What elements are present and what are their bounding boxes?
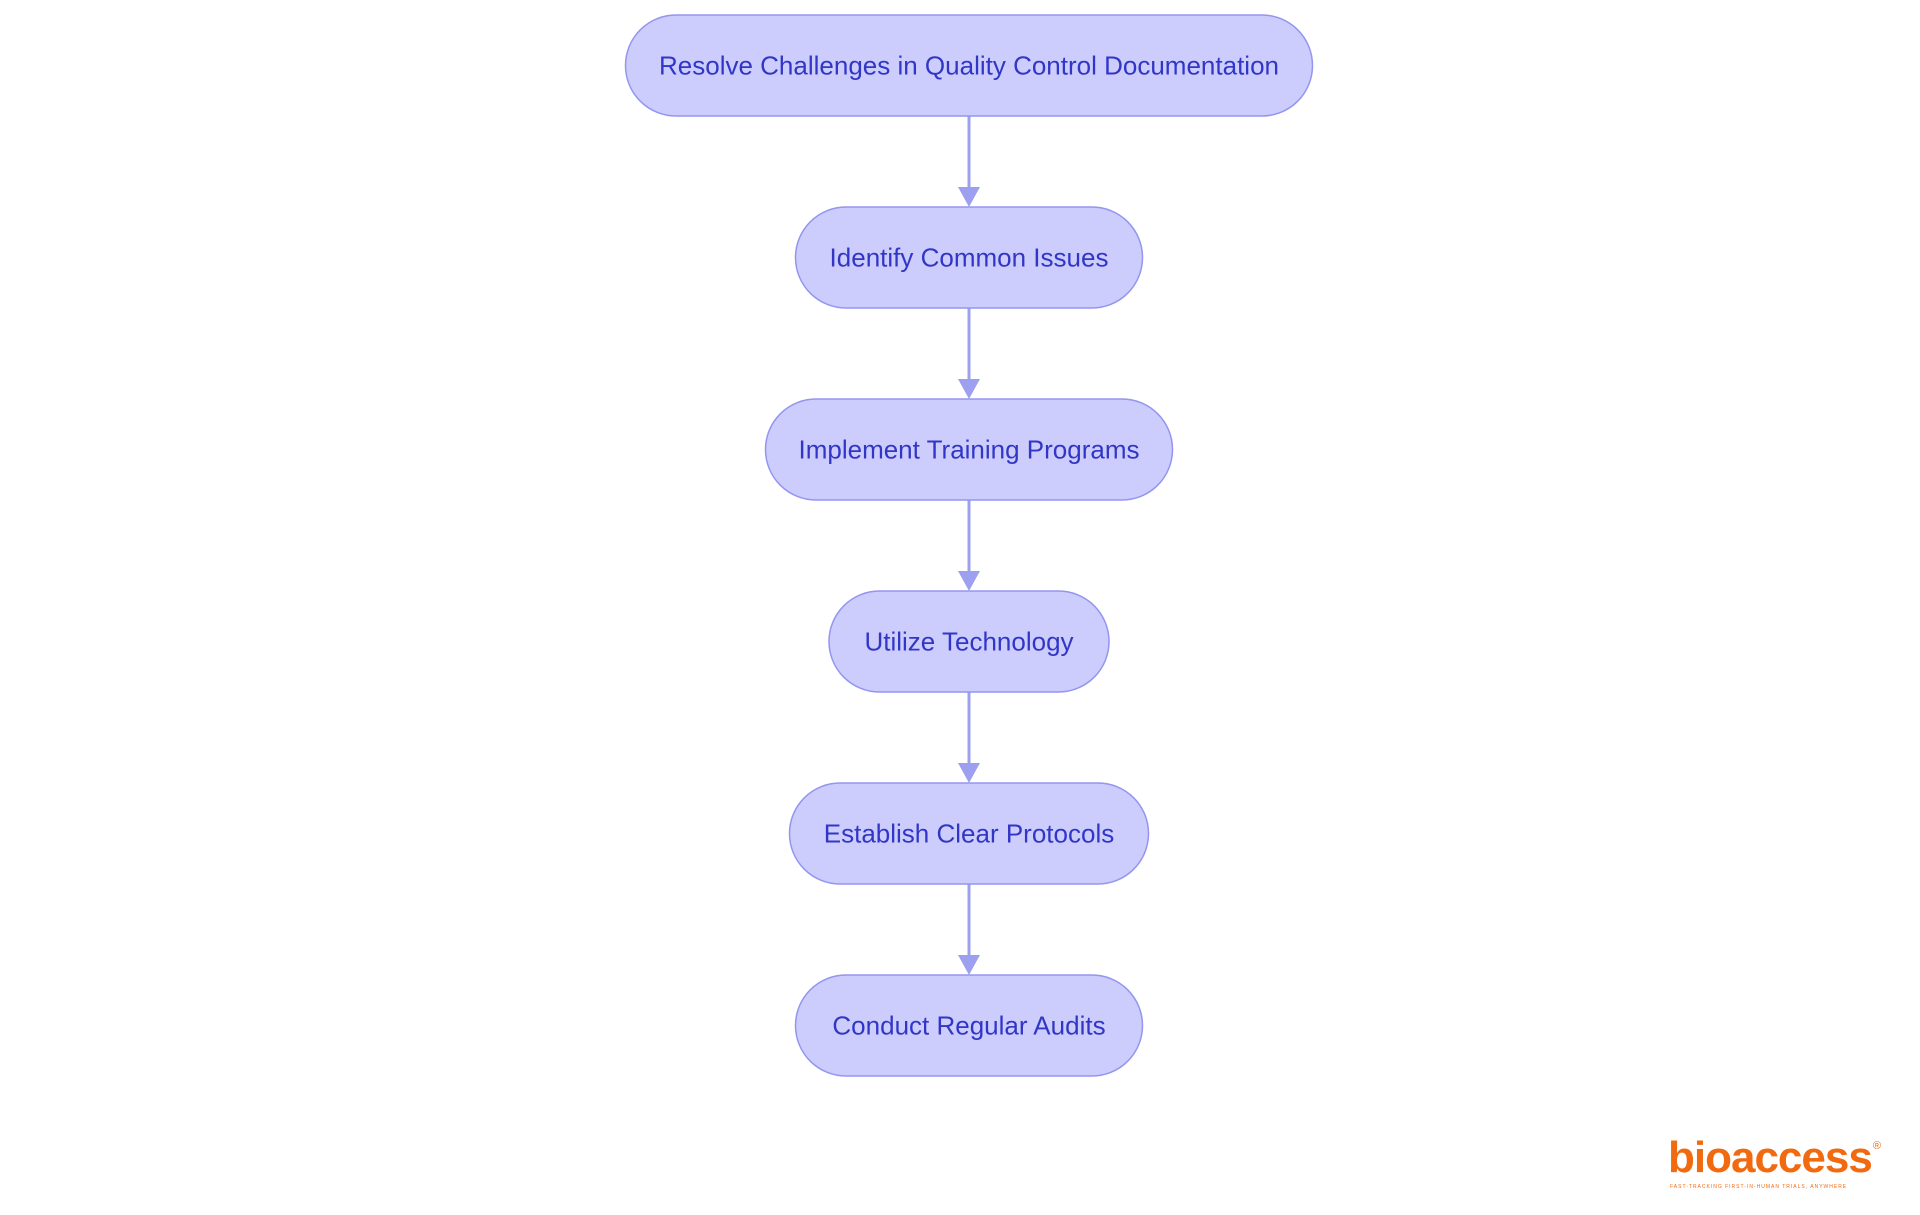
- flow-node-label: Conduct Regular Audits: [832, 1011, 1105, 1041]
- flow-edge: [958, 692, 980, 783]
- edges-layer: [958, 116, 980, 975]
- arrowhead-icon: [958, 379, 980, 399]
- flow-node-label: Identify Common Issues: [830, 243, 1109, 273]
- flow-node-label: Utilize Technology: [864, 627, 1073, 657]
- flow-node: Conduct Regular Audits: [794, 974, 1144, 1077]
- arrowhead-icon: [958, 571, 980, 591]
- bioaccess-logo: bioaccess® FAST-TRACKING FIRST-IN-HUMAN …: [1668, 1136, 1888, 1192]
- flow-edge: [958, 116, 980, 207]
- flow-node-shape: [794, 206, 1144, 309]
- flow-node: Resolve Challenges in Quality Control Do…: [624, 14, 1314, 117]
- flow-node: Identify Common Issues: [794, 206, 1144, 309]
- flow-node-label: Resolve Challenges in Quality Control Do…: [659, 51, 1279, 81]
- flow-edge: [958, 500, 980, 591]
- arrowhead-icon: [958, 955, 980, 975]
- flow-node-shape: [624, 14, 1314, 117]
- flow-edge: [958, 884, 980, 975]
- flow-node-label: Establish Clear Protocols: [824, 819, 1114, 849]
- flow-node-shape: [794, 974, 1144, 1077]
- flow-node-label: Implement Training Programs: [798, 435, 1139, 465]
- flow-edge: [958, 308, 980, 399]
- nodes-layer: Resolve Challenges in Quality Control Do…: [624, 14, 1314, 1077]
- arrowhead-icon: [958, 763, 980, 783]
- flow-node-shape: [764, 398, 1174, 501]
- registered-mark-icon: ®: [1872, 1140, 1881, 1152]
- logo-wordmark: bioaccess: [1668, 1133, 1873, 1182]
- flow-node: Implement Training Programs: [764, 398, 1174, 501]
- logo-tagline: FAST-TRACKING FIRST-IN-HUMAN TRIALS, ANY…: [1670, 1184, 1848, 1190]
- flow-node: Utilize Technology: [828, 590, 1110, 693]
- flow-node: Establish Clear Protocols: [788, 782, 1150, 885]
- flow-node-shape: [828, 590, 1110, 693]
- flow-node-shape: [788, 782, 1150, 885]
- arrowhead-icon: [958, 187, 980, 207]
